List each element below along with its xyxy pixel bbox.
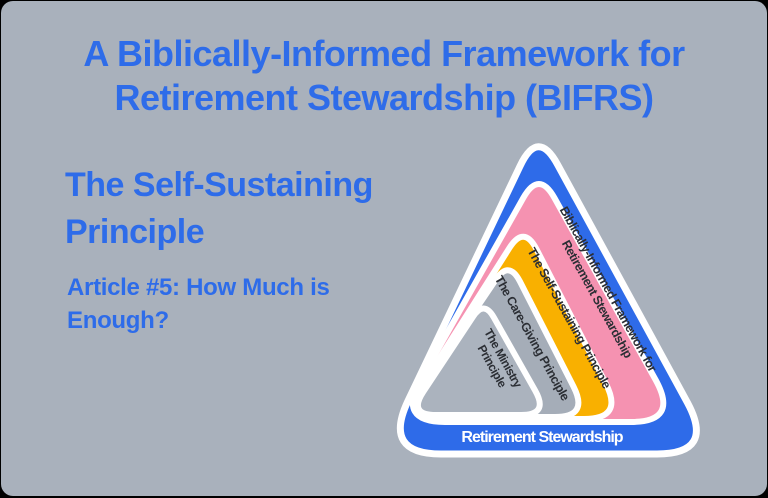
label-retirement-stewardship: Retirement Stewardship (461, 429, 623, 446)
principle-heading-line2: Principle (65, 209, 373, 256)
article-subtitle: Article #5: How Much is Enough? (67, 271, 330, 337)
nested-triangle-diagram: Biblically-Informed Framework for Retire… (381, 126, 768, 498)
main-title-line1: A Biblically-Informed Framework for (21, 32, 747, 76)
principle-heading-line1: The Self-Sustaining (65, 162, 373, 209)
article-subtitle-line2: Enough? (67, 304, 330, 337)
article-subtitle-line1: Article #5: How Much is (67, 271, 330, 304)
main-title-line2: Retirement Stewardship (BIFRS) (21, 76, 747, 120)
main-title: A Biblically-Informed Framework for Reti… (21, 32, 747, 120)
principle-heading: The Self-Sustaining Principle (65, 162, 373, 256)
